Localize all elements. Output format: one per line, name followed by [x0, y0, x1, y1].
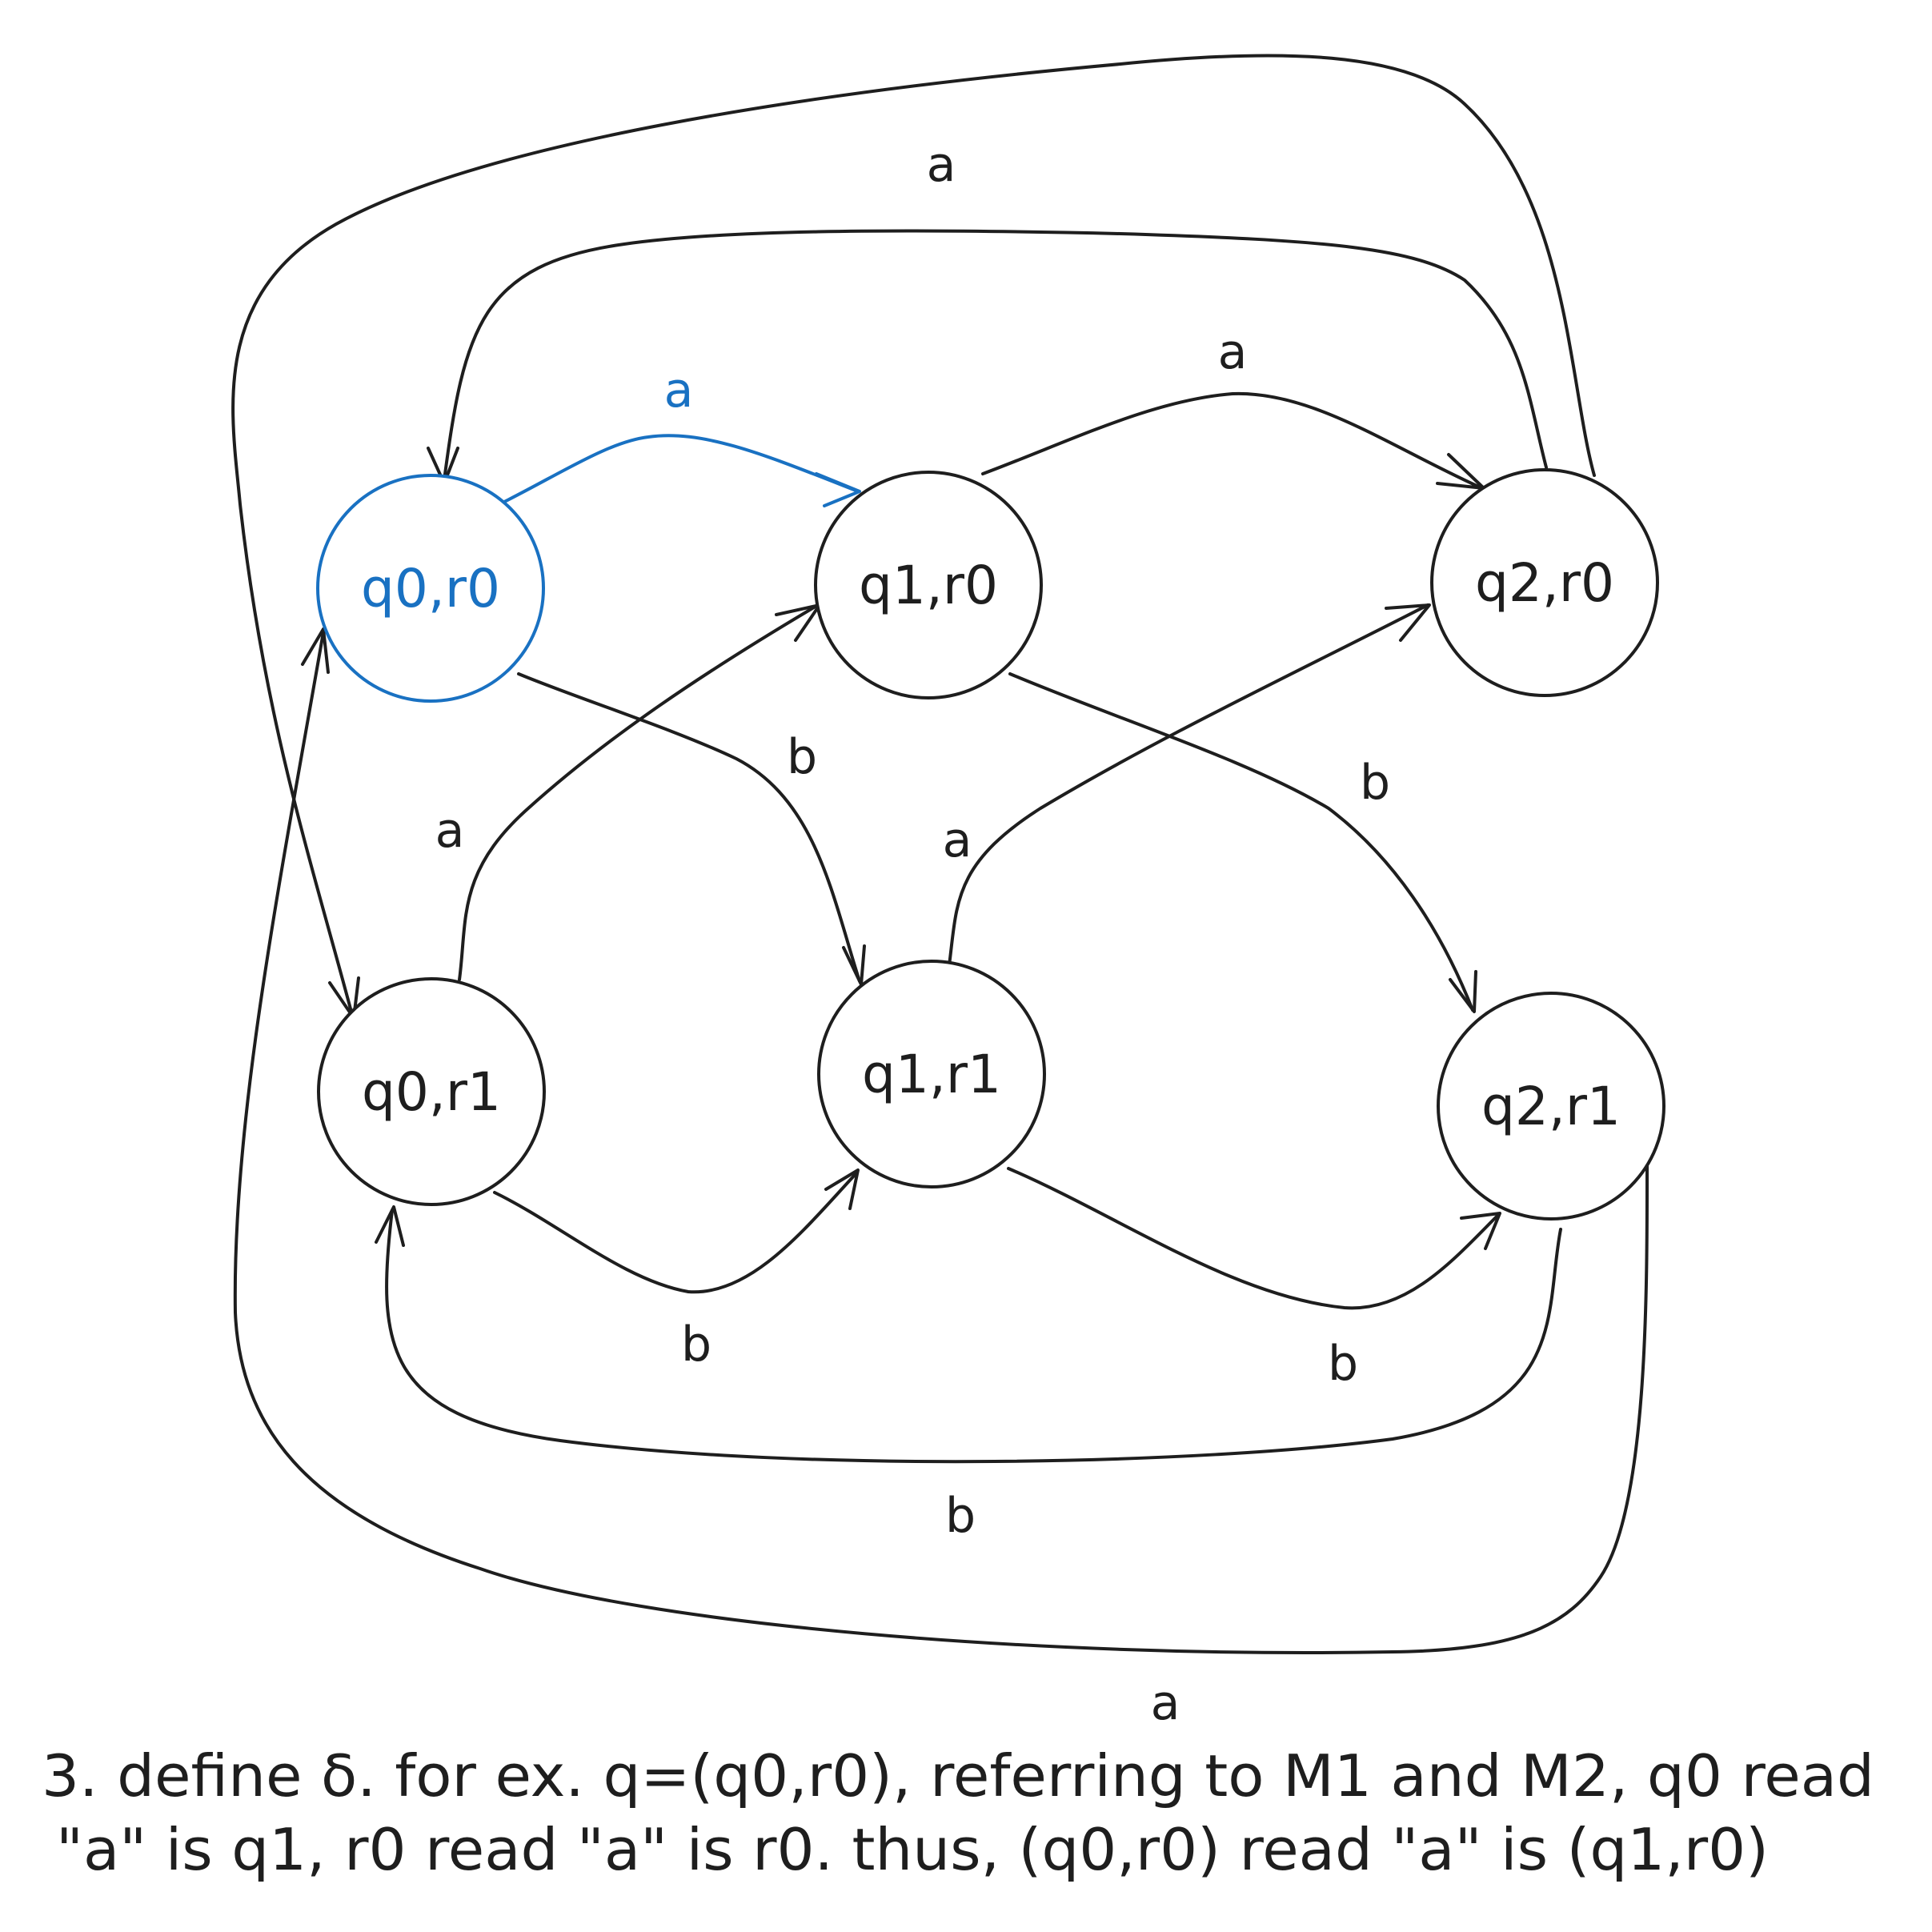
- edges: [231, 54, 1649, 1654]
- state-label: q1,r1: [862, 1044, 1001, 1105]
- edge-label-q0r1-q1r0: a: [435, 803, 465, 859]
- state-q0r0: q0,r0: [316, 474, 545, 703]
- state-q2r1: q2,r1: [1437, 992, 1665, 1221]
- arrowhead: [301, 627, 330, 674]
- state-circle: [817, 960, 1046, 1188]
- edge-q2r0-q0r0: [427, 229, 1548, 485]
- edge-q1r0-q2r1: [1008, 672, 1477, 1013]
- edge-q2r1-q0r0: [233, 627, 1649, 1654]
- edge-label-q1r0-q2r0: a: [1218, 324, 1248, 380]
- edge-label-q2r1-q0r0: a: [1151, 1675, 1180, 1731]
- edge-line: [501, 434, 860, 504]
- arrowhead: [1385, 603, 1431, 642]
- state-q2r0: q2,r0: [1430, 468, 1659, 697]
- arrowhead: [815, 472, 861, 507]
- edge-line: [493, 1172, 858, 1294]
- state-label: q1,r0: [859, 555, 998, 616]
- edge-q2r1-q0r1: [375, 1205, 1562, 1464]
- state-label: q0,r1: [362, 1061, 501, 1123]
- edge-labels: a a a a b b a a b b b a: [435, 137, 1390, 1731]
- edge-label-q1r1-q2r0: a: [943, 812, 972, 868]
- edge-line: [443, 229, 1548, 482]
- edge-line: [1007, 1167, 1500, 1310]
- state-label: q2,r1: [1481, 1076, 1621, 1137]
- edge-q1r1-q2r1: [1007, 1167, 1501, 1310]
- edge-q1r1-q2r0: [948, 603, 1431, 967]
- state-label: q2,r0: [1475, 552, 1614, 614]
- nodes: q0,r0 q1,r0 q2,r0 q0,r1 q1,r1 q2,r1: [316, 468, 1665, 1221]
- edge-label-q1r1-q2r1: b: [1328, 1336, 1358, 1392]
- state-label: q0,r0: [361, 558, 500, 619]
- caption: 3. define δ. for ex. q=(q0,r0), referrin…: [42, 1742, 1874, 1883]
- edge-label-q0r0-q1r0: a: [664, 363, 694, 419]
- state-circle: [316, 474, 545, 703]
- edge-label-q2r0-q0r0: a: [927, 137, 956, 193]
- arrowhead: [775, 603, 821, 642]
- arrowhead: [1460, 1212, 1501, 1250]
- edge-line: [517, 672, 861, 983]
- arrowhead: [375, 1205, 405, 1247]
- edge-line: [231, 54, 1596, 1016]
- edge-line: [458, 603, 820, 981]
- state-q0r1: q0,r1: [317, 977, 546, 1206]
- state-circle: [1430, 468, 1659, 697]
- edge-label-q0r1-q1r1: b: [681, 1317, 711, 1373]
- caption-line-2: "a" is q1, r0 read "a" is r0. thus, (q0,…: [56, 1816, 1769, 1883]
- edge-label-q0r0-q1r1: b: [787, 729, 817, 785]
- caption-line-1: 3. define δ. for ex. q=(q0,r0), referrin…: [42, 1742, 1874, 1810]
- arrowhead: [824, 1168, 860, 1210]
- state-circle: [317, 977, 546, 1206]
- edge-line: [981, 391, 1484, 490]
- edge-line: [1008, 672, 1474, 1012]
- state-circle: [814, 471, 1043, 699]
- edge-q0r0-q1r1: [517, 672, 866, 986]
- state-q1r1: q1,r1: [817, 960, 1046, 1188]
- edge-label-q2r1-q0r1: b: [945, 1488, 976, 1544]
- state-circle: [1437, 992, 1665, 1221]
- state-q1r0: q1,r0: [814, 471, 1043, 699]
- edge-q1r0-q2r0: [981, 391, 1485, 490]
- edge-line: [948, 603, 1429, 967]
- arrowhead: [1449, 970, 1477, 1013]
- edge-label-q1r0-q2r1: b: [1360, 755, 1390, 811]
- edge-line: [233, 631, 1649, 1654]
- edge-q0r1-q1r1: [493, 1168, 860, 1294]
- edge-q0r0-q1r0: [501, 434, 861, 507]
- edge-line: [385, 1209, 1562, 1464]
